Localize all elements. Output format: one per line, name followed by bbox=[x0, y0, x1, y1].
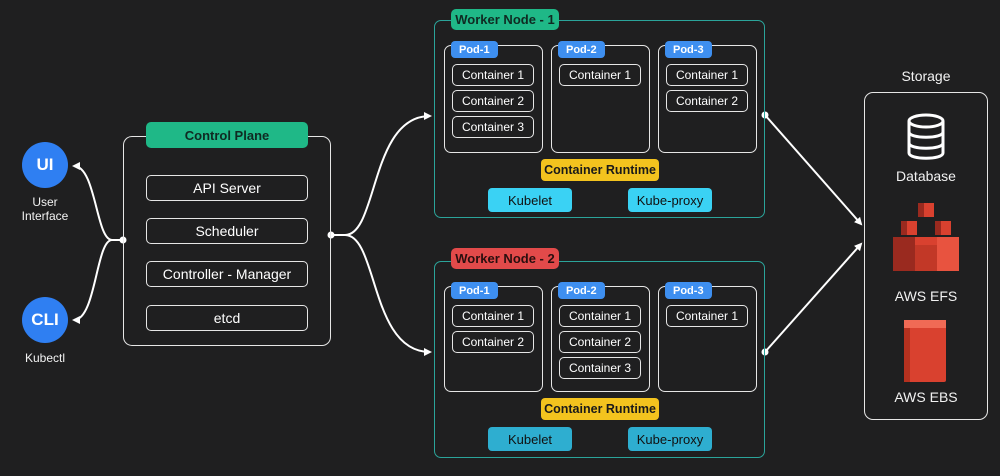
cp-scheduler: Scheduler bbox=[146, 218, 308, 244]
pod-tag: Pod-1 bbox=[451, 282, 498, 299]
junction-dot bbox=[327, 231, 335, 239]
container-box: Container 2 bbox=[666, 90, 748, 112]
container-box: Container 1 bbox=[559, 305, 641, 327]
container-box: Container 3 bbox=[452, 116, 534, 138]
worker1-pod-3: Pod-3 Container 1 Container 2 bbox=[658, 41, 757, 153]
kube-proxy-chip: Kube-proxy bbox=[628, 188, 712, 212]
cp-api-server: API Server bbox=[146, 175, 308, 201]
ui-client-icon: UI bbox=[22, 142, 68, 188]
container-box: Container 1 bbox=[666, 64, 748, 86]
worker2-pod-1: Pod-1 Container 1 Container 2 bbox=[444, 282, 543, 392]
cli-client-icon: CLI bbox=[22, 297, 68, 343]
aws-efs-icon bbox=[893, 203, 959, 271]
container-runtime: Container Runtime bbox=[541, 159, 659, 181]
ui-caption-line2: Interface bbox=[21, 209, 69, 223]
ui-caption-line1: User bbox=[32, 195, 58, 209]
arrow-to-ui bbox=[72, 162, 113, 241]
container-box: Container 2 bbox=[559, 331, 641, 353]
pod-tag: Pod-1 bbox=[451, 41, 498, 58]
container-box: Container 2 bbox=[452, 90, 534, 112]
kubelet-chip: Kubelet bbox=[488, 188, 572, 212]
pod-tag: Pod-2 bbox=[558, 41, 605, 58]
worker1-pod-1: Pod-1 Container 1 Container 2 Container … bbox=[444, 41, 543, 153]
worker2-pod-2: Pod-2 Container 1 Container 2 Container … bbox=[551, 282, 650, 392]
worker1-pod-2: Pod-2 Container 1 bbox=[551, 41, 650, 153]
arrow-to-cli bbox=[72, 239, 113, 324]
container-box: Container 3 bbox=[559, 357, 641, 379]
cli-client-caption: Kubectl bbox=[24, 351, 66, 365]
container-box: Container 1 bbox=[559, 64, 641, 86]
worker-node-1: Pod-1 Container 1 Container 2 Container … bbox=[434, 20, 765, 218]
kube-proxy-chip: Kube-proxy bbox=[628, 427, 712, 451]
container-runtime: Container Runtime bbox=[541, 398, 659, 420]
arrow-to-worker-1 bbox=[344, 112, 432, 236]
pod-tag: Pod-3 bbox=[665, 282, 712, 299]
storage-database-label: Database bbox=[896, 168, 956, 184]
cp-etcd: etcd bbox=[146, 305, 308, 331]
container-box: Container 2 bbox=[452, 331, 534, 353]
storage-panel bbox=[864, 92, 988, 420]
worker-node-2-title: Worker Node - 2 bbox=[451, 248, 559, 269]
storage-efs-label: AWS EFS bbox=[894, 288, 958, 304]
control-plane-panel: API Server Scheduler Controller - Manage… bbox=[123, 136, 331, 346]
arrow-worker-1-to-storage bbox=[764, 114, 863, 226]
junction-dot bbox=[761, 111, 769, 119]
arrow-to-worker-2 bbox=[344, 234, 432, 356]
storage-ebs-label: AWS EBS bbox=[894, 389, 958, 405]
kubelet-chip: Kubelet bbox=[488, 427, 572, 451]
junction-dot bbox=[761, 348, 769, 356]
storage-title: Storage bbox=[901, 68, 951, 84]
container-box: Container 1 bbox=[452, 64, 534, 86]
worker-node-2: Pod-1 Container 1 Container 2 Pod-2 Cont… bbox=[434, 261, 765, 458]
control-plane-title: Control Plane bbox=[146, 122, 308, 148]
cp-controller-manager: Controller - Manager bbox=[146, 261, 308, 287]
worker2-pod-3: Pod-3 Container 1 bbox=[658, 282, 757, 392]
container-box: Container 1 bbox=[452, 305, 534, 327]
arrow-worker-2-to-storage bbox=[764, 242, 863, 353]
ui-client-caption: User Interface bbox=[10, 195, 80, 223]
container-box: Container 1 bbox=[666, 305, 748, 327]
pod-tag: Pod-3 bbox=[665, 41, 712, 58]
pod-tag: Pod-2 bbox=[558, 282, 605, 299]
worker-node-1-title: Worker Node - 1 bbox=[451, 9, 559, 30]
aws-ebs-icon bbox=[904, 320, 946, 382]
database-icon bbox=[907, 113, 945, 160]
